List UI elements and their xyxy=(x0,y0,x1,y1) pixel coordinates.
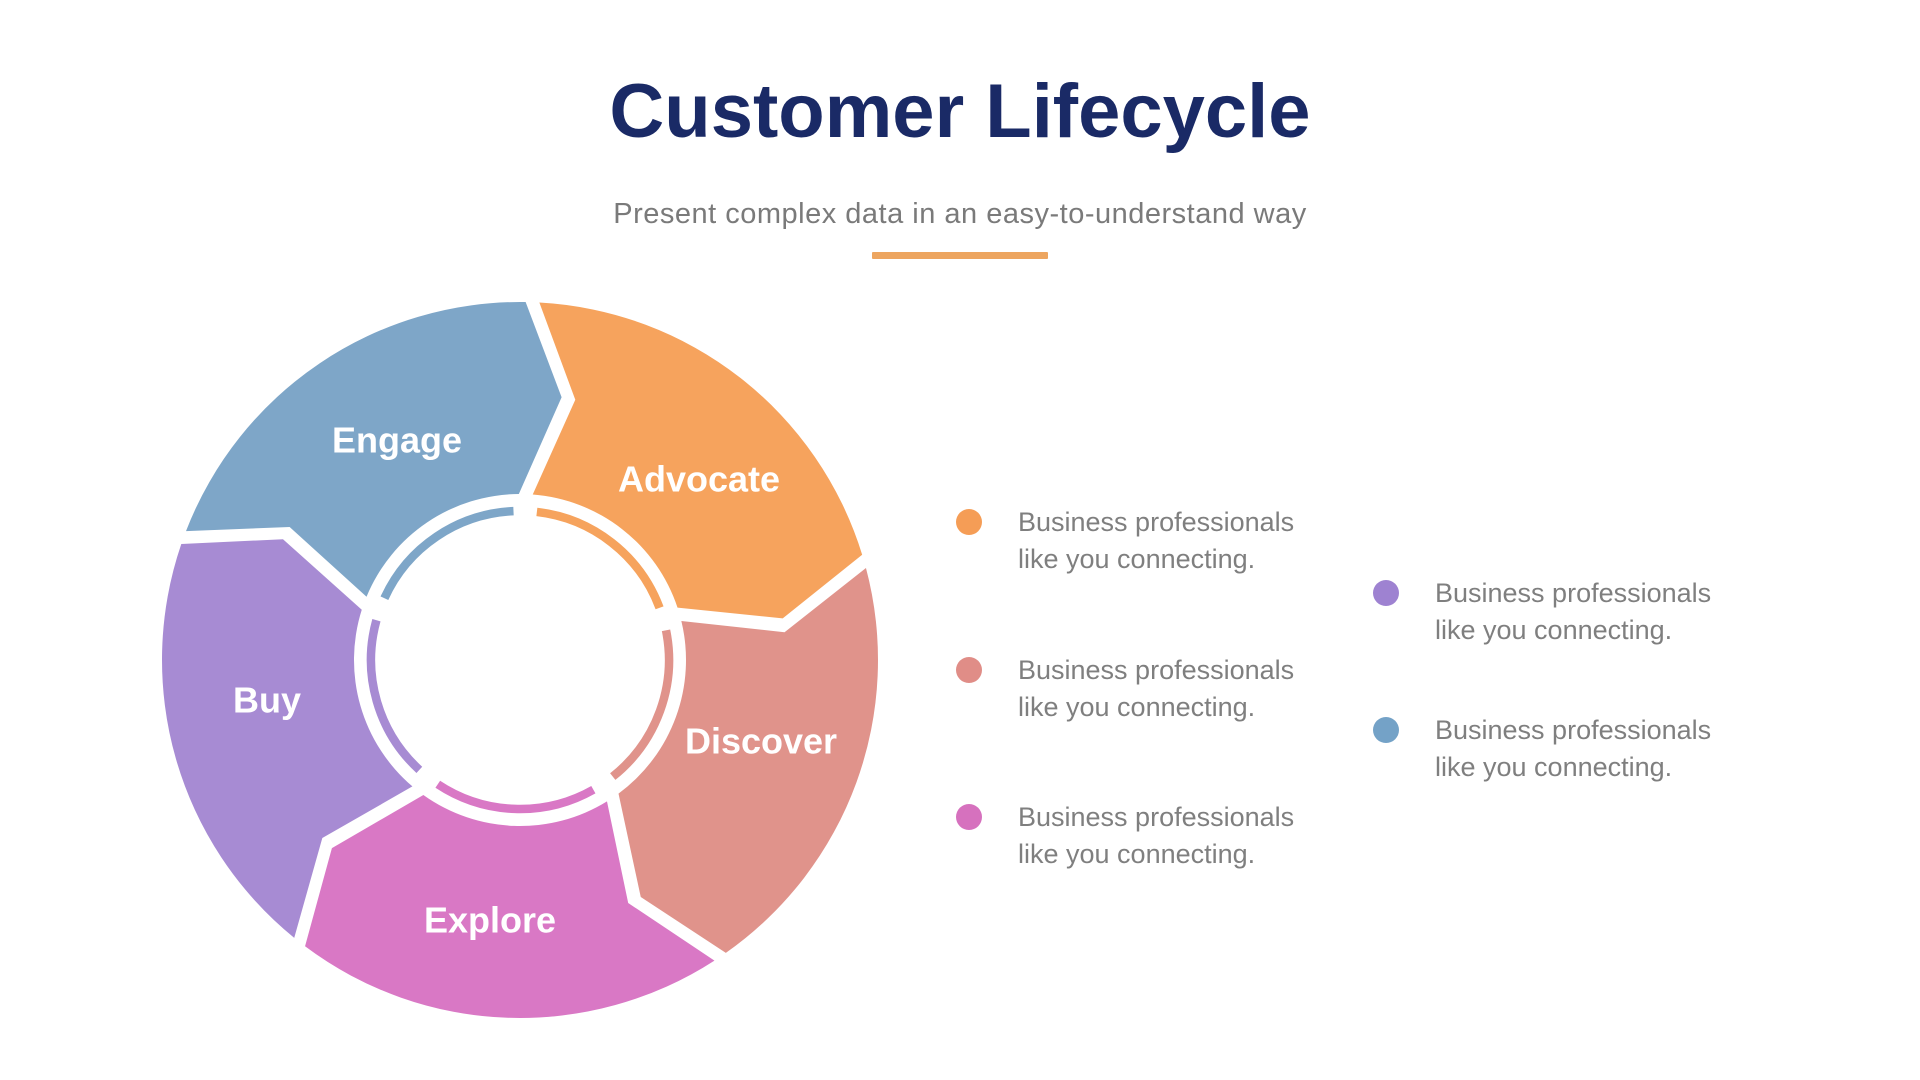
wheel-segment-buy xyxy=(162,539,413,938)
legend-line1: Business professionals xyxy=(1435,715,1712,745)
legend-line2: like you connecting. xyxy=(1018,544,1256,574)
legend-text: Business professionals like you connecti… xyxy=(1018,652,1316,726)
legend-line2: like you connecting. xyxy=(1435,752,1673,782)
wheel-label-explore: Explore xyxy=(424,900,556,941)
wheel-label-buy: Buy xyxy=(233,680,301,721)
legend-text: Business professionals like you connecti… xyxy=(1018,504,1316,578)
wheel-segment-explore xyxy=(305,794,715,1019)
wheel-segment-engage xyxy=(186,301,562,597)
legend-item-discover: Business professionals like you connecti… xyxy=(956,652,1316,732)
wheel-ring-advocate xyxy=(536,507,664,610)
wheel-ring-explore xyxy=(435,780,596,814)
page-title: Customer Lifecycle xyxy=(609,69,1311,154)
legend-item-advocate: Business professionals like you connecti… xyxy=(956,504,1316,584)
page-subtitle: Present complex data in an easy-to-under… xyxy=(613,198,1307,230)
wheel-ring-discover xyxy=(610,629,674,780)
legend-dot-advocate xyxy=(956,509,982,535)
legend-dot-buy xyxy=(1373,580,1399,606)
legend-item-explore: Business professionals like you connecti… xyxy=(956,799,1316,879)
legend-item-buy: Business professionals like you connecti… xyxy=(1373,575,1733,655)
legend-dot-engage xyxy=(1373,717,1399,743)
legend-dot-discover xyxy=(956,657,982,683)
legend-line1: Business professionals xyxy=(1435,578,1712,608)
legend-line2: like you connecting. xyxy=(1018,839,1256,869)
wheel-segment-advocate xyxy=(532,302,863,619)
legend-line1: Business professionals xyxy=(1018,802,1295,832)
legend-dot-explore xyxy=(956,804,982,830)
legend-line1: Business professionals xyxy=(1018,655,1295,685)
wheel-label-engage: Engage xyxy=(332,420,462,461)
legend-text: Business professionals like you connecti… xyxy=(1435,575,1733,649)
wheel-label-discover: Discover xyxy=(685,721,837,762)
wheel-ring-buy xyxy=(366,619,423,773)
wheel-ring-engage xyxy=(380,506,514,600)
legend-text: Business professionals like you connecti… xyxy=(1435,712,1733,786)
wheel-segment-discover xyxy=(618,567,878,953)
legend-line2: like you connecting. xyxy=(1018,692,1256,722)
title-divider xyxy=(872,252,1048,259)
wheel-label-advocate: Advocate xyxy=(618,459,780,500)
legend-item-engage: Business professionals like you connecti… xyxy=(1373,712,1733,792)
legend-text: Business professionals like you connecti… xyxy=(1018,799,1316,873)
legend-line1: Business professionals xyxy=(1018,507,1295,537)
legend-line2: like you connecting. xyxy=(1435,615,1673,645)
